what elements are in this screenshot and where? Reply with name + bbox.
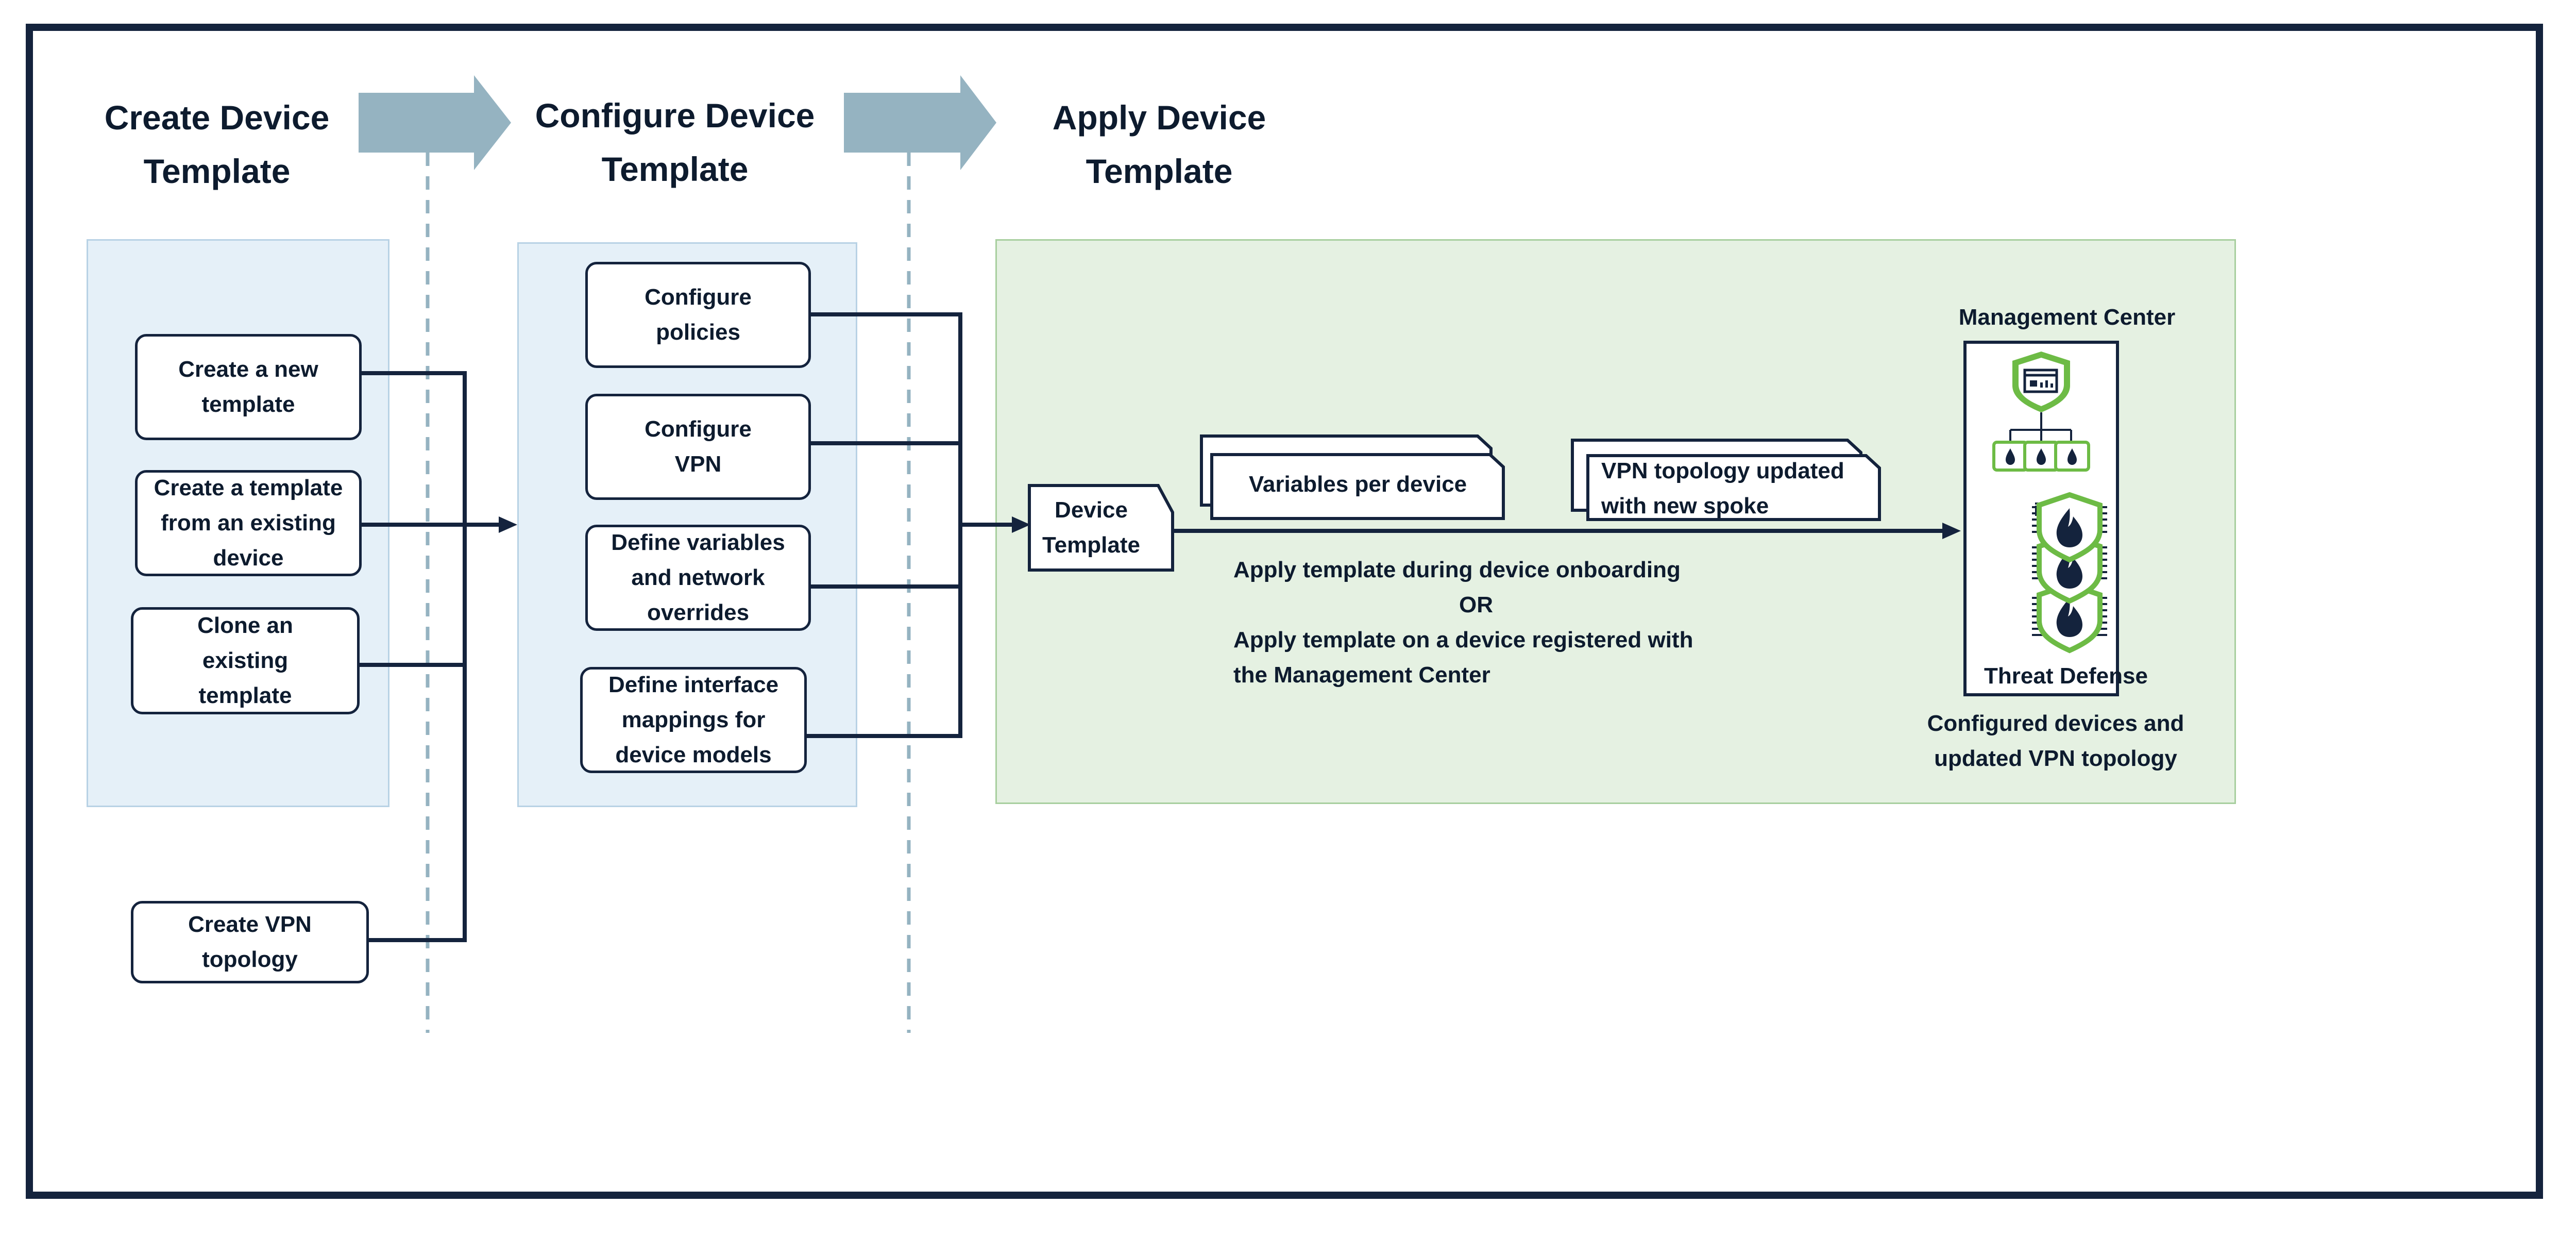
result-label: Configured devices and updated VPN topol… (1927, 711, 2184, 771)
apply-registered-text: Apply template on a device registered wi… (1233, 627, 1693, 653)
create-new-template-box: Create a new template (135, 334, 362, 440)
vpn-doc-front (1586, 454, 1881, 521)
variables-doc-front (1210, 453, 1505, 520)
small-device-icons (1992, 441, 2090, 472)
define-interface-mappings-box: Define interface mappings for device mod… (580, 667, 807, 773)
clone-template-box: Clone an existing template (131, 607, 360, 714)
configure-connectors (807, 312, 1012, 738)
create-connectors (360, 371, 467, 942)
apply-onboarding-text: Apply template during device onboarding (1233, 557, 1681, 582)
create-vpn-topology-box: Create VPN topology (131, 901, 369, 983)
device-template-doc (1028, 484, 1174, 572)
threat-defense-icons (2032, 492, 2107, 654)
phase-title-configure: Configure Device Template (535, 96, 815, 188)
management-center-label: Management Center (1958, 305, 2176, 330)
phase-title-apply: Apply Device Template (1052, 98, 1266, 190)
configure-policies-box: Configure policies (585, 262, 811, 368)
vpn-updated-label: VPN topology updated with new spoke (1601, 458, 1844, 518)
apply-mc-text: the Management Center (1233, 662, 1490, 688)
diagram-frame (26, 24, 2543, 1199)
define-variables-box: Define variables and network overrides (585, 525, 811, 631)
device-template-label: Device Template (1042, 497, 1140, 558)
variables-per-device-label: Variables per device (1249, 472, 1467, 497)
phase-arrow-2 (844, 75, 996, 170)
phase-title-create: Create Device Template (104, 98, 330, 190)
create-from-existing-box: Create a template from an existing devic… (135, 470, 362, 576)
phase-arrow-1 (359, 75, 511, 170)
threat-defense-label: Threat Defense (1984, 663, 2148, 689)
apply-or-text: OR (1459, 592, 1493, 617)
configure-vpn-box: Configure VPN (585, 394, 811, 500)
management-center-icon (2012, 352, 2070, 412)
